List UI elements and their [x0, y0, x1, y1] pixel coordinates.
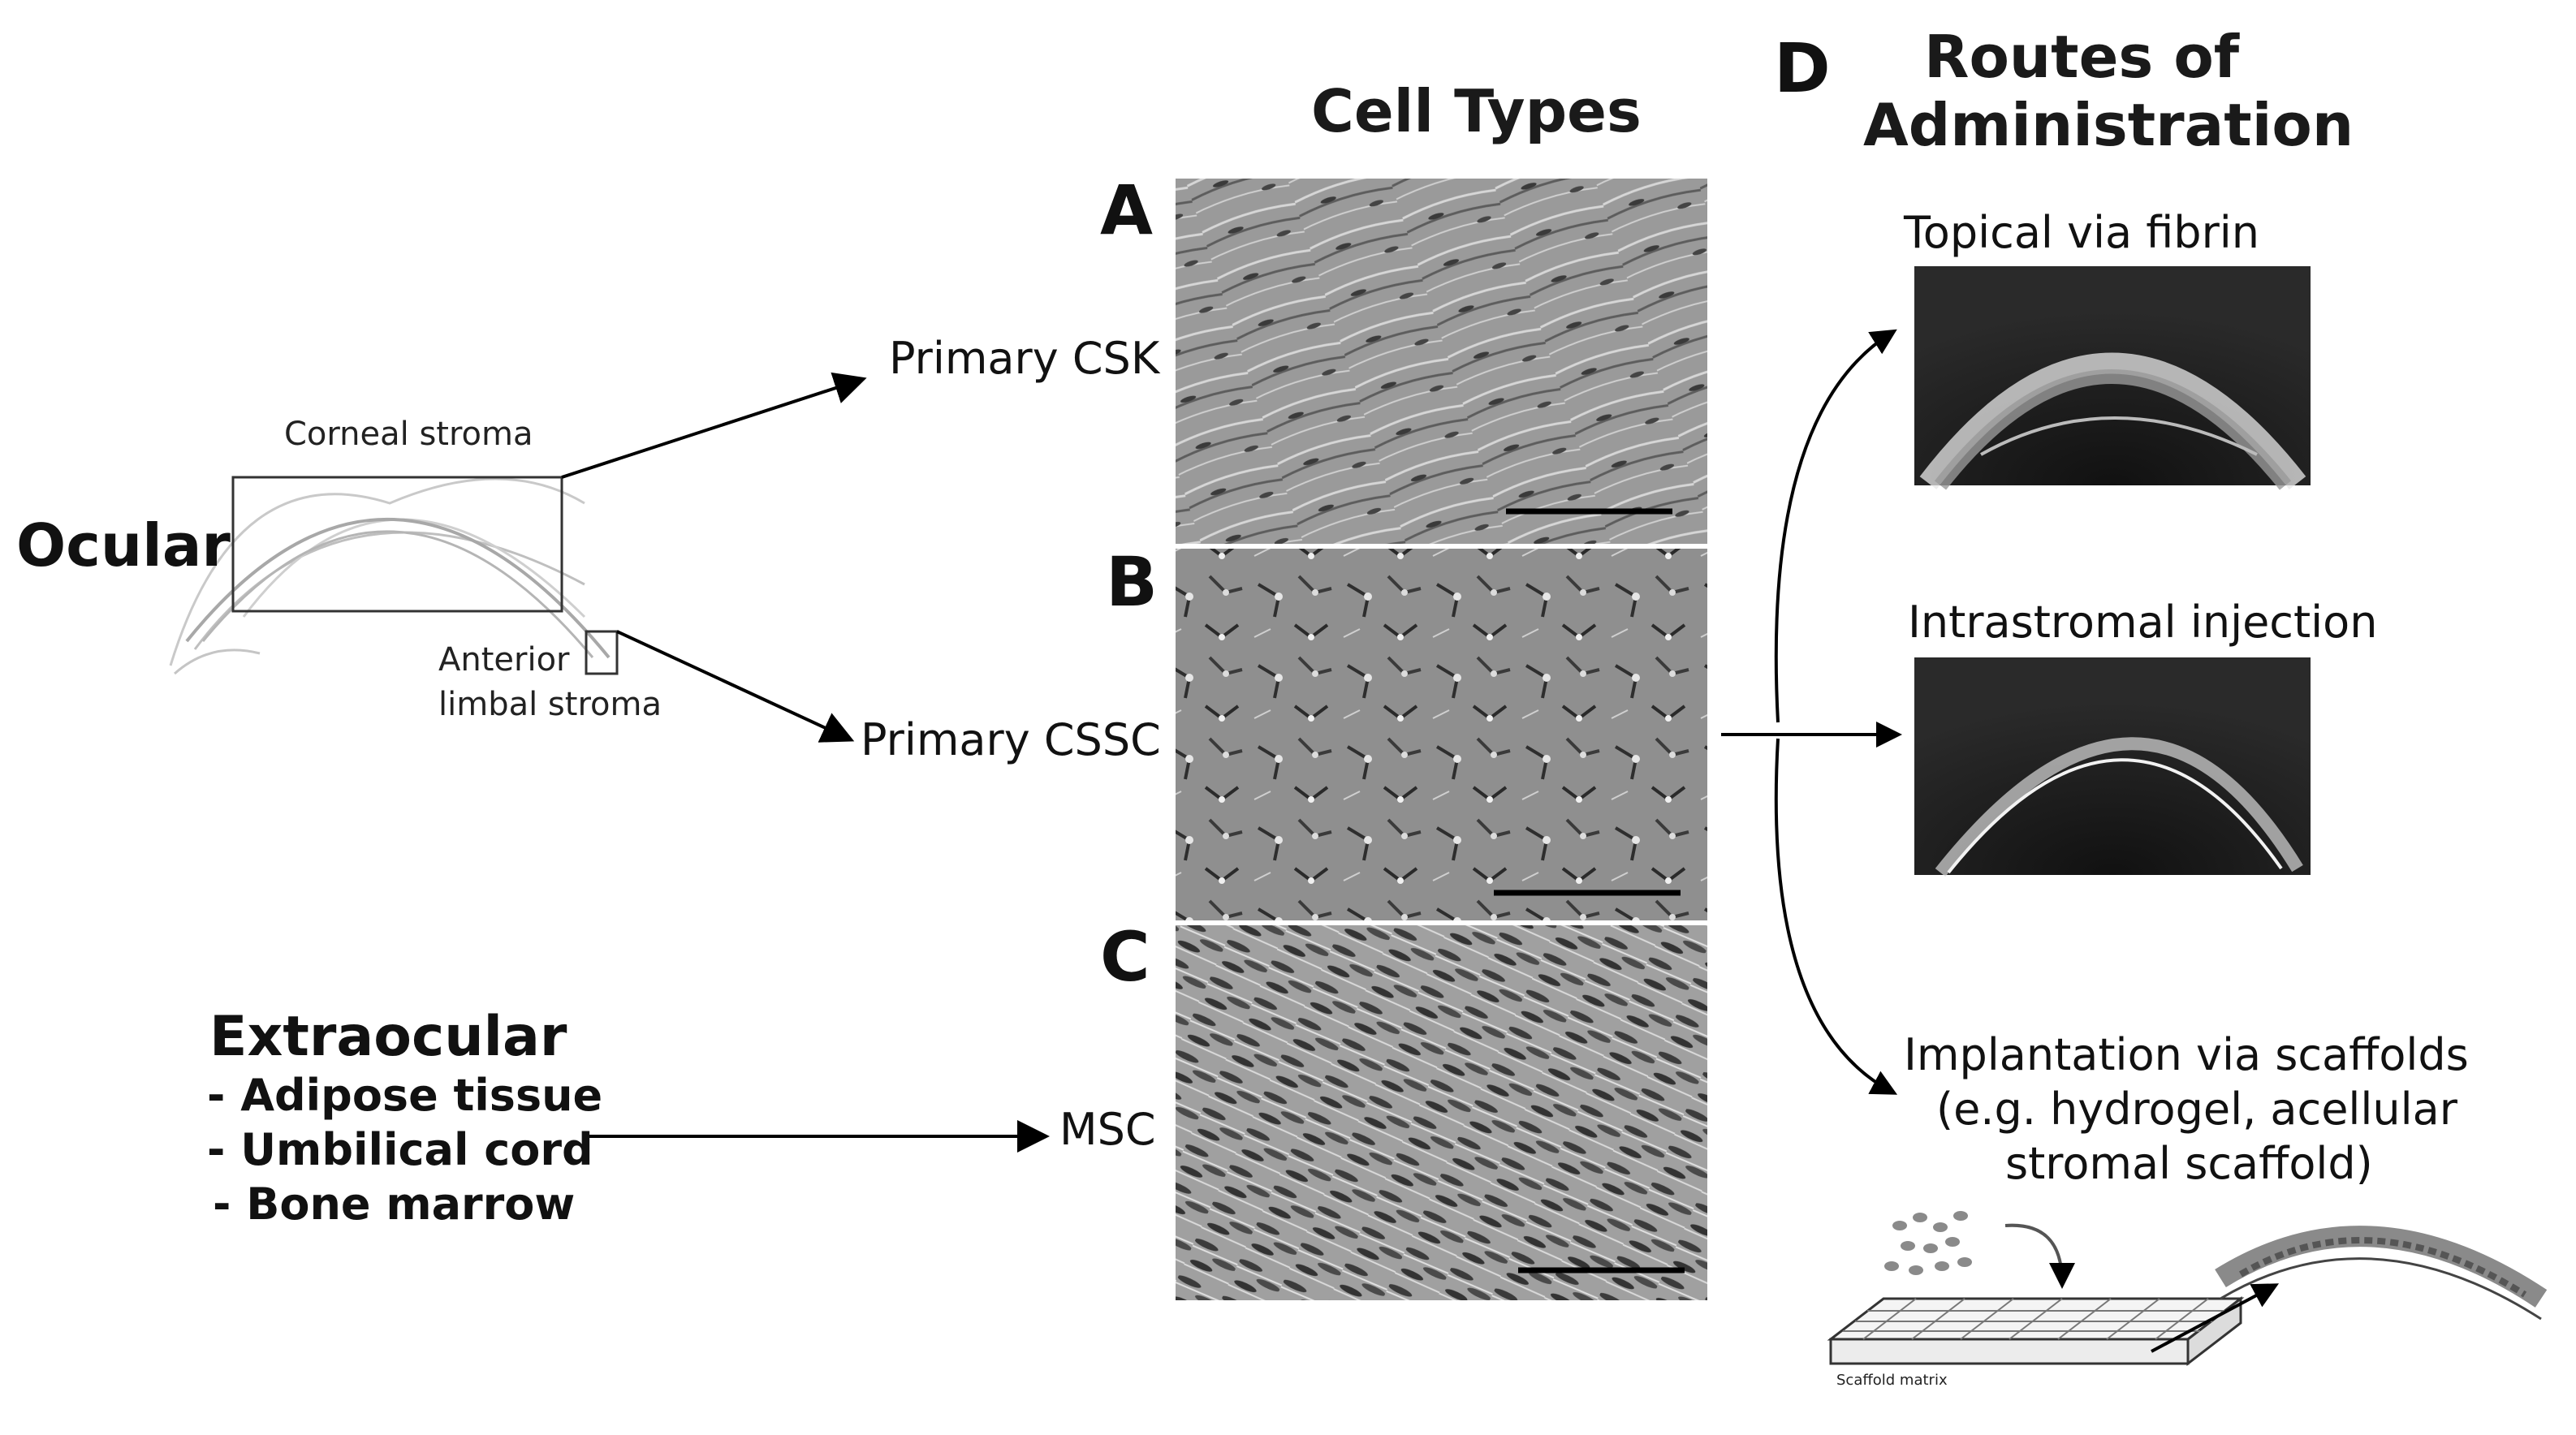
anterior-limbal-label-line2: limbal stroma — [438, 686, 662, 723]
cell-cluster — [1884, 1211, 1972, 1275]
corneal-stroma-label: Corneal stroma — [284, 416, 533, 453]
micrograph-panel-a — [1176, 179, 1707, 544]
anterior-limbal-label-line1: Anterior — [438, 641, 570, 679]
curved-small-arrow — [2004, 1223, 2075, 1289]
oct-image-topical — [1914, 266, 2311, 490]
micrograph-panel-b — [1176, 549, 1707, 920]
route-label-implantation-line2: (e.g. hydrogel, acellular — [1936, 1084, 2457, 1135]
corneal-stroma-box — [231, 476, 563, 613]
panel-letter-d: D — [1774, 28, 1831, 108]
eye-diagram — [169, 477, 611, 675]
arrow-to-topical — [1774, 329, 1897, 723]
cell-label-cssc: Primary CSSC — [861, 714, 1161, 765]
anterior-limbal-box — [585, 630, 619, 675]
scaffold-matrix-label: Scaffold matrix — [1836, 1372, 1948, 1389]
extraocular-item: - Adipose tissue — [207, 1070, 603, 1121]
scaffold-illustration — [1827, 1211, 2548, 1367]
extraocular-title: Extraocular — [209, 1005, 567, 1069]
panel-letter-a: A — [1100, 170, 1154, 250]
route-label-topical: Topical via fibrin — [1904, 207, 2260, 258]
extraocular-item: - Umbilical cord — [207, 1124, 593, 1175]
arrow-to-implantation — [1774, 738, 1898, 1095]
micrograph-panel-c — [1176, 925, 1707, 1300]
cell-label-msc: MSC — [1059, 1104, 1156, 1155]
route-label-intrastromal: Intrastromal injection — [1908, 597, 2378, 648]
implanted-cornea — [2215, 1226, 2548, 1321]
panel-letter-b: B — [1106, 542, 1159, 622]
ocular-label: Ocular — [16, 511, 231, 580]
routes-title-line2: Administration — [1863, 91, 2354, 159]
arrow-to-cssc — [616, 630, 855, 743]
cell-types-title: Cell Types — [1311, 77, 1642, 145]
route-label-implantation-line1: Implantation via scaffolds — [1904, 1029, 2469, 1080]
arrow-to-csk — [561, 372, 867, 479]
panel-letter-c: C — [1100, 917, 1150, 997]
extraocular-item: - Bone marrow — [213, 1179, 576, 1230]
arrow-to-implanted-cornea — [2151, 1283, 2280, 1353]
oct-image-intrastromal — [1914, 657, 2311, 877]
routes-title-line1: Routes of — [1924, 23, 2240, 91]
scaffold-matrix-block — [1827, 1295, 2245, 1367]
route-label-implantation-line3: stromal scaffold) — [2005, 1138, 2373, 1189]
cell-label-csk: Primary CSK — [889, 333, 1160, 384]
